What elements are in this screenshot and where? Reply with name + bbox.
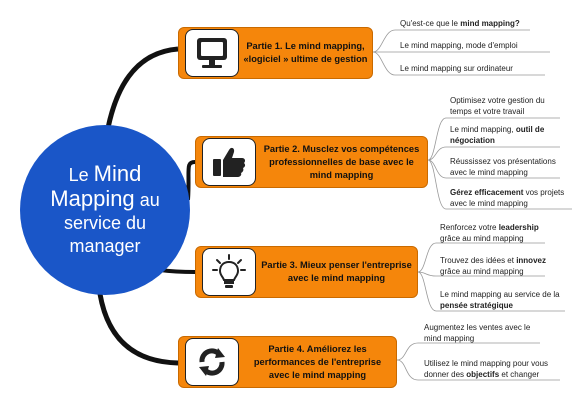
central-topic: Le Mind Mapping au service du manager	[20, 125, 190, 295]
center-text-1a: Le	[68, 165, 89, 185]
leaf-3-2: Trouvez des idées et innovez grâce au mi…	[440, 256, 546, 276]
part-4-title: Partie 4. Améliorez les performances de …	[253, 343, 382, 380]
leaf-1-1: Qu'est-ce que le mind mapping?	[400, 19, 520, 28]
leaf-line-4	[427, 117, 560, 161]
branch-part-2	[186, 160, 196, 201]
part-1-title: Partie 1. Le mind mapping, «logiciel » u…	[243, 41, 368, 64]
leaf-line-5	[427, 146, 560, 161]
part-2-title: Partie 2. Musclez vos compétences profes…	[263, 143, 420, 180]
center-text-1b: Mind	[93, 161, 142, 186]
leaf-3-1: Renforcez votre leadership grâce au mind…	[440, 223, 539, 243]
part-3-title: Partie 3. Mieux penser l'entreprise avec…	[261, 260, 412, 283]
center-text-3: service du	[63, 213, 147, 233]
leaf-2-3: Réussissez vos présentations avec le min…	[450, 157, 556, 177]
leaf-line-11	[396, 342, 540, 361]
center-text-4: manager	[69, 236, 141, 256]
part-3-node: Partie 3. Mieux penser l'entreprise avec…	[195, 246, 418, 298]
part-4-node: Partie 4. Améliorez les performances de …	[178, 336, 397, 388]
leaf-line-10	[417, 271, 565, 312]
leaf-1-3: Le mind mapping sur ordinateur	[400, 64, 513, 73]
part-1-node: Partie 1. Le mind mapping, «logiciel » u…	[178, 27, 373, 79]
leaf-line-3	[372, 51, 545, 76]
center-text-2b: au	[139, 190, 160, 210]
leaf-3-3: Le mind mapping au service de la pensée …	[440, 290, 560, 310]
leaf-line-8	[417, 242, 545, 273]
leaf-2-4: Gérez efficacement vos projets avec le m…	[450, 188, 565, 208]
leaf-line-7	[427, 159, 572, 210]
leaf-line-6	[427, 159, 560, 179]
leaf-4-2: Utilisez le mind mapping pour vous donne…	[424, 359, 549, 379]
leaf-2-2: Le mind mapping, outil de négociation	[450, 125, 545, 145]
leaf-line-12	[396, 359, 560, 381]
leaf-4-1: Augmentez les ventes avec le mind mappin…	[424, 323, 531, 343]
light-bulb-icon	[202, 248, 256, 296]
refresh-arrows-icon	[185, 338, 239, 386]
leaf-1-2: Le mind mapping, mode d'emploi	[400, 41, 518, 50]
leaf-line-9	[417, 271, 545, 277]
leaf-line-1	[372, 29, 530, 53]
branch-part-4	[97, 293, 179, 366]
center-text-2a: Mapping	[50, 186, 135, 211]
thumbs-up-icon	[202, 138, 256, 186]
branch-part-1	[105, 46, 179, 129]
leaf-2-1: Optimisez votre gestion du temps et votr…	[450, 96, 545, 116]
branch-part-3	[159, 268, 196, 274]
part-2-node: Partie 2. Musclez vos compétences profes…	[195, 136, 428, 188]
computer-icon	[185, 29, 239, 77]
